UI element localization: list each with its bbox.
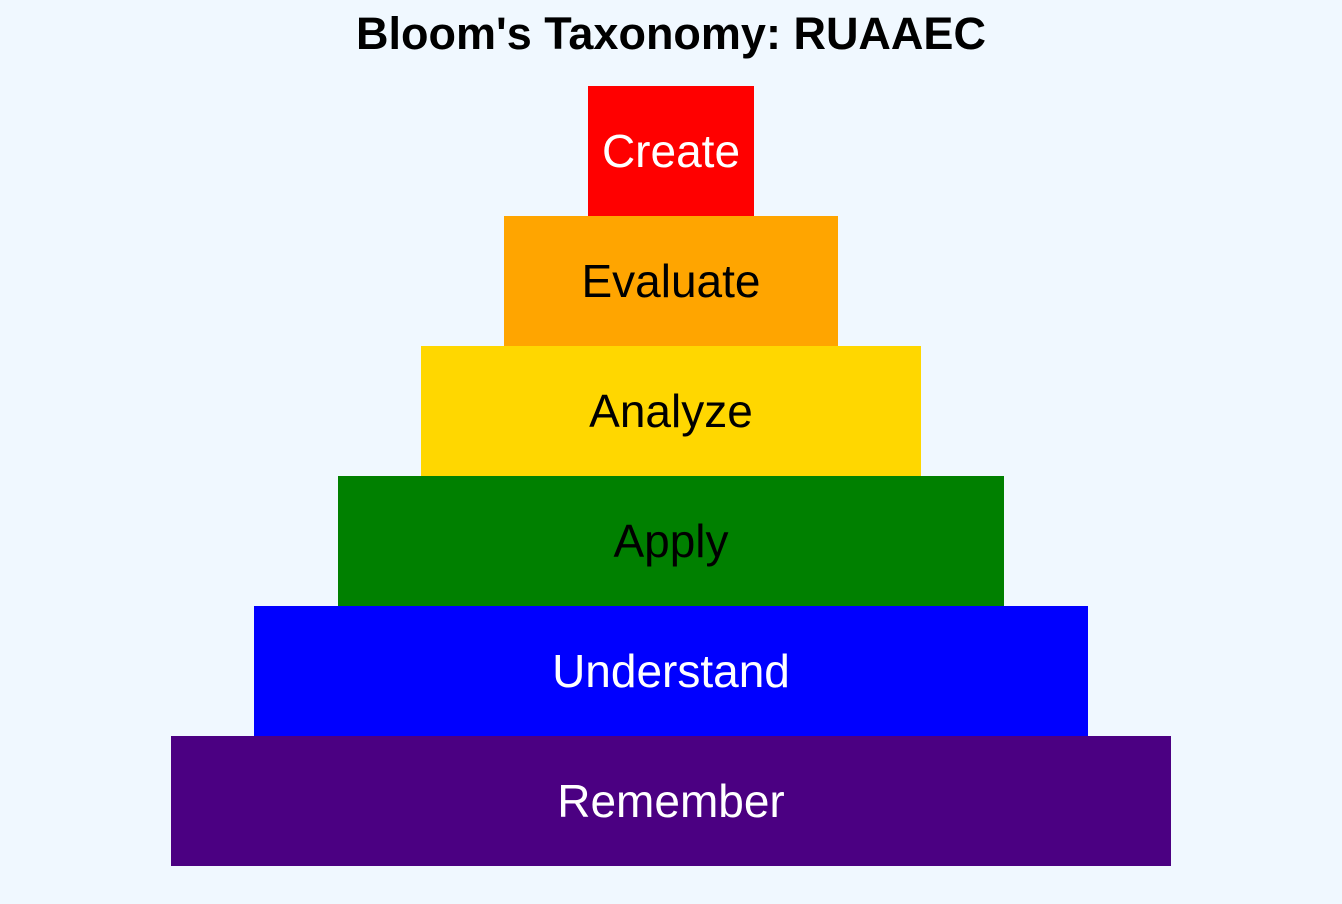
- pyramid-level-label: Analyze: [589, 384, 753, 437]
- pyramid-level-apply: Apply: [337, 475, 1005, 606]
- pyramid-level-analyze: Analyze: [421, 345, 921, 476]
- pyramid-level-understand: Understand: [254, 605, 1088, 736]
- page-title: Bloom's Taxonomy: RUAAEC: [356, 8, 986, 59]
- pyramid-level-label: Remember: [557, 774, 785, 827]
- pyramid-level-label: Create: [601, 124, 741, 177]
- pyramid-level-label: Evaluate: [581, 254, 761, 307]
- pyramid-level-label: Apply: [613, 514, 729, 567]
- pyramid-level-label: Understand: [552, 644, 790, 697]
- page: { "page": { "title": "Bloom's Taxonomy: …: [0, 8, 1342, 904]
- pyramid-level-evaluate: Evaluate: [504, 215, 838, 346]
- pyramid-level-create: Create: [587, 85, 755, 216]
- pyramid-level-remember: Remember: [171, 735, 1171, 866]
